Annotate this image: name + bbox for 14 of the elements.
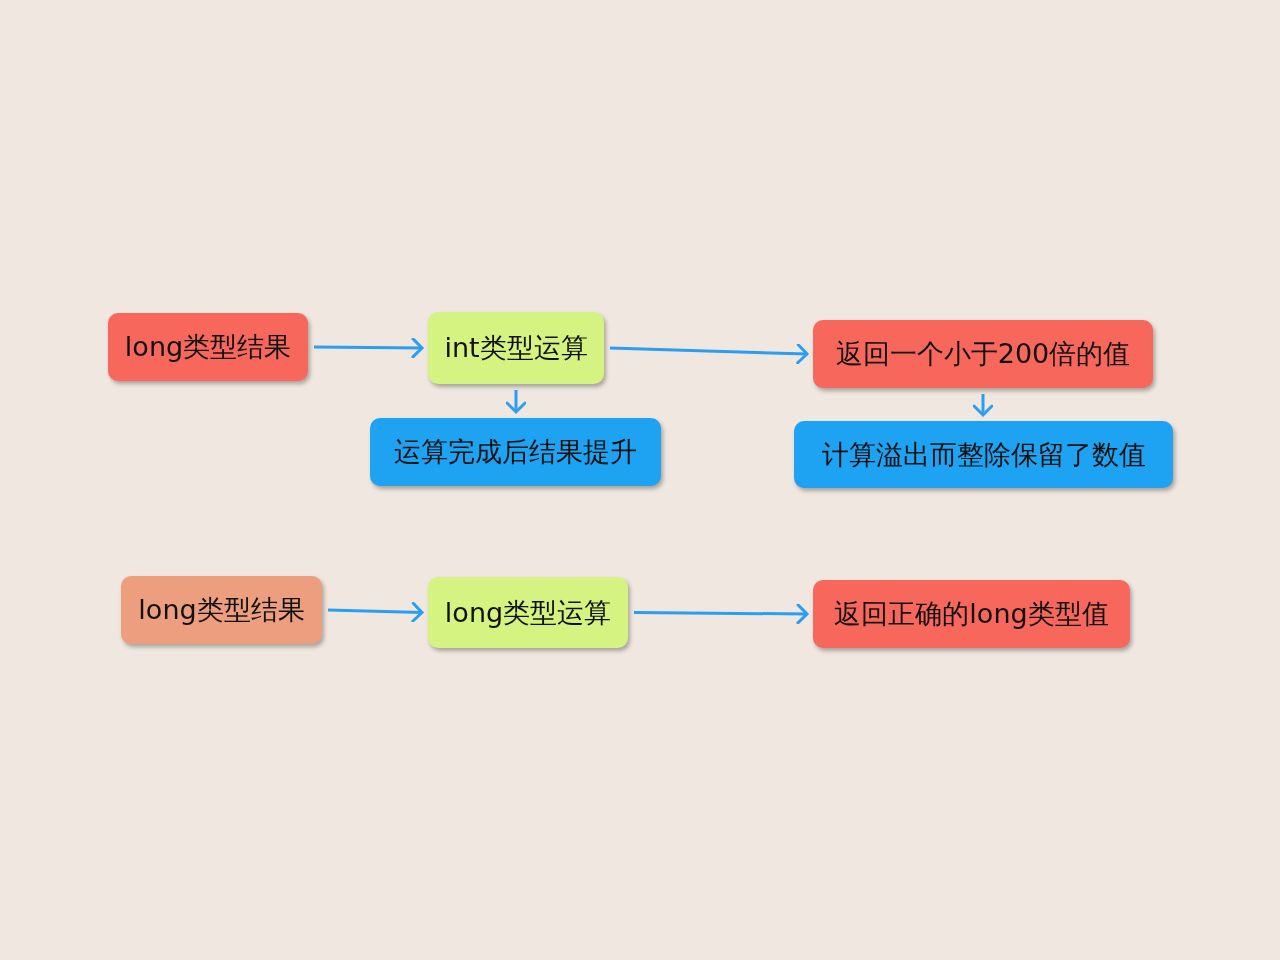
- result-box: 返回正确的long类型值: [813, 580, 1130, 648]
- note-box: 运算完成后结果提升: [370, 418, 661, 486]
- arrow: [972, 394, 994, 417]
- arrow: [314, 337, 424, 359]
- arrow: [505, 390, 527, 414]
- arrow: [609, 343, 809, 365]
- arrow: [327, 601, 424, 623]
- result-box: long类型结果: [121, 576, 322, 644]
- operation-box: int类型运算: [428, 312, 604, 384]
- operation-box: long类型运算: [428, 577, 628, 648]
- note-box: 计算溢出而整除保留了数值: [794, 421, 1173, 488]
- arrow: [634, 603, 809, 625]
- result-box: long类型结果: [108, 313, 308, 381]
- result-box: 返回一个小于200倍的值: [813, 320, 1153, 388]
